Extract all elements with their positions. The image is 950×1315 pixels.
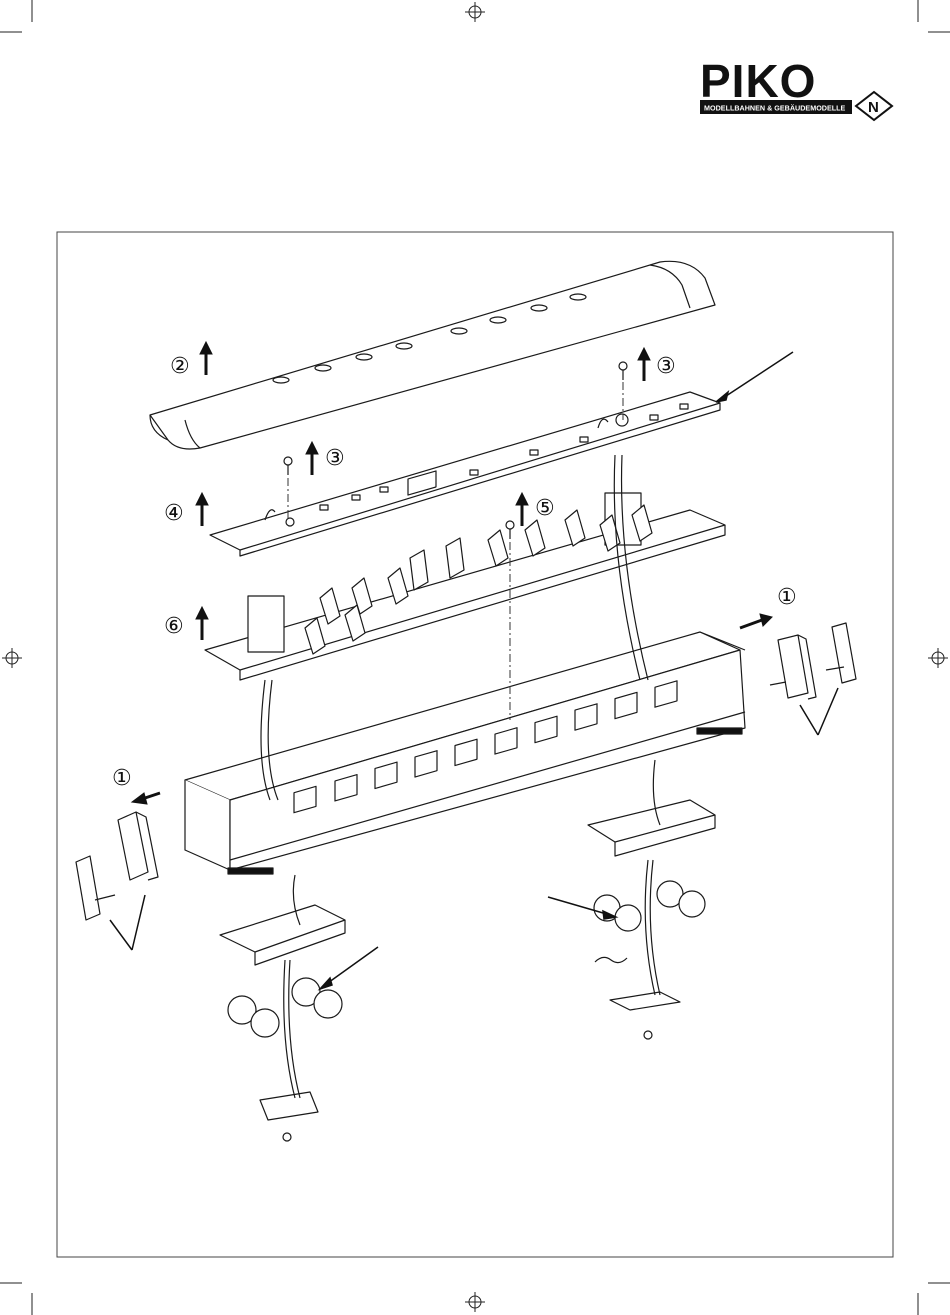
step-label-1-left: ① (112, 766, 132, 791)
logo-tagline: MODELLBAHNEN & GEBÄUDEMODELLE (704, 104, 846, 113)
screw-icon-right (644, 1031, 652, 1039)
end-diaphragm-left (76, 812, 158, 920)
arrow-up-icon (200, 342, 212, 375)
arrow-up-icon (306, 442, 318, 475)
arrow-up-icon (638, 348, 650, 381)
step-board-left (228, 868, 273, 874)
registration-mark-top (465, 2, 485, 22)
piko-logo: PIKO MODELLBAHNEN & GEBÄUDEMODELLE N (700, 55, 892, 120)
step-label-6: ⑥ (164, 614, 184, 639)
logo-wordmark: PIKO (700, 55, 816, 107)
bogie-right (588, 800, 715, 1039)
step-label-4: ④ (164, 501, 184, 526)
arrow-left-icon (132, 793, 160, 804)
step-label-2: ② (170, 354, 190, 379)
arrow-right-icon (740, 614, 772, 628)
step-label-5: ⑤ (535, 496, 555, 521)
bogie-left (220, 905, 345, 1141)
interior-end-wall (248, 596, 284, 652)
step-label-3-right: ③ (656, 354, 676, 379)
arrow-up-icon (196, 607, 208, 640)
scale-badge-letter: N (868, 99, 879, 116)
board-contact-icon (616, 414, 628, 426)
arrow-up-icon (196, 493, 208, 526)
arrow-up-icon (516, 493, 528, 526)
step-label-1-right: ① (777, 585, 797, 610)
end-diaphragm-right (770, 623, 856, 699)
step-board-right (697, 728, 742, 734)
registration-mark-right (928, 648, 948, 668)
registration-mark-left (2, 648, 22, 668)
step-label-3-left: ③ (325, 446, 345, 471)
registration-mark-bottom (465, 1292, 485, 1312)
coupler-part (595, 957, 627, 962)
screw-icon (283, 1133, 291, 1141)
